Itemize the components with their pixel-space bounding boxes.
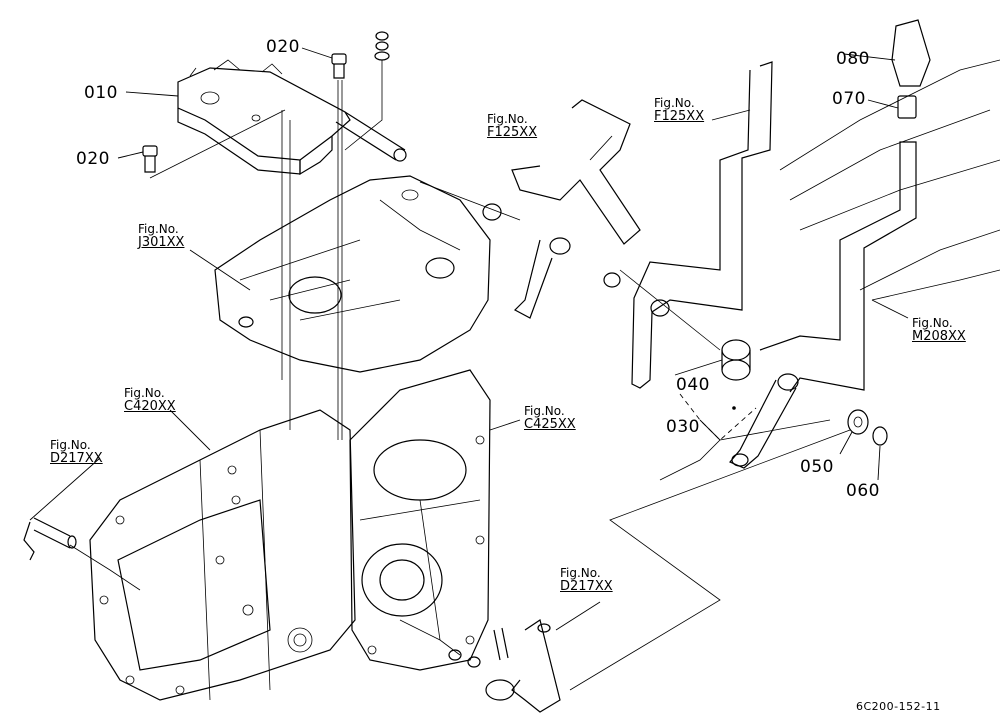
part-label-010: 010 — [84, 83, 118, 103]
clip-060 — [872, 426, 888, 446]
part-label-040: 040 — [676, 375, 710, 395]
transmission-case-c420 — [89, 409, 356, 701]
fig-ref-c425[interactable]: Fig.No. C425XX — [524, 404, 576, 432]
knob-080 — [891, 19, 931, 87]
fig-ref-j301[interactable]: Fig.No. J301XX — [138, 222, 184, 250]
part-label-020-left: 020 — [76, 149, 110, 169]
fig-ref-d217-bottom[interactable]: Fig.No. D217XX — [560, 566, 613, 594]
fig-no-caption: Fig.No. — [138, 222, 179, 236]
sleeve-070 — [897, 95, 917, 119]
nut-washer — [374, 31, 390, 61]
bolt-020-top — [331, 53, 347, 79]
fig-no-caption: Fig.No. — [912, 316, 953, 330]
fig-ref-m208[interactable]: Fig.No. M208XX — [912, 316, 966, 344]
cover-plate-010 — [177, 59, 351, 176]
fig-ref-c420[interactable]: Fig.No. C420XX — [124, 386, 176, 414]
leader-lines — [29, 47, 909, 631]
fig-no-caption: Fig.No. — [50, 438, 91, 452]
fig-ref-f125-left[interactable]: Fig.No. F125XX — [487, 112, 537, 140]
fig-no-caption: Fig.No. — [560, 566, 601, 580]
fig-code[interactable]: D217XX — [50, 451, 103, 466]
lever-f125-left — [482, 99, 641, 319]
upper-housing-j301 — [214, 175, 491, 373]
rear-case-c425 — [349, 369, 491, 671]
washer-050 — [847, 409, 869, 435]
shift-lever-m208 — [729, 141, 917, 469]
bracket-030 — [679, 393, 757, 441]
part-label-080: 080 — [836, 49, 870, 69]
fig-code[interactable]: M208XX — [912, 329, 966, 344]
dot-030 — [732, 406, 736, 410]
long-stud — [337, 80, 343, 440]
projection-lines — [69, 109, 851, 691]
lever-f125-right — [631, 61, 773, 389]
fig-code[interactable]: C425XX — [524, 417, 576, 432]
fig-ref-d217-left[interactable]: Fig.No. D217XX — [50, 438, 103, 466]
fig-code[interactable]: D217XX — [560, 579, 613, 594]
shaft-rod — [335, 111, 407, 162]
fig-code[interactable]: J301XX — [138, 235, 185, 250]
part-label-060: 060 — [846, 481, 880, 501]
lever-d217-left — [23, 517, 77, 561]
fig-no-caption: Fig.No. — [654, 96, 695, 110]
fig-no-caption: Fig.No. — [524, 404, 565, 418]
bolt-020-left — [142, 145, 158, 173]
console-outline — [779, 59, 1000, 301]
part-label-070: 070 — [832, 89, 866, 109]
fig-no-caption: Fig.No. — [124, 386, 165, 400]
lever-d217-bottom — [448, 619, 561, 713]
collar-040 — [721, 339, 751, 381]
fig-code[interactable]: F125XX — [487, 125, 538, 140]
fig-no-caption: Fig.No. — [487, 112, 528, 126]
fig-code[interactable]: F125XX — [654, 109, 705, 124]
part-label-050: 050 — [800, 457, 834, 477]
drawing-code: 6C200-152-11 — [856, 700, 941, 713]
part-label-030: 030 — [666, 417, 700, 437]
fig-code[interactable]: C420XX — [124, 399, 176, 414]
fig-ref-f125-right[interactable]: Fig.No. F125XX — [654, 96, 704, 124]
part-label-020-top: 020 — [266, 37, 300, 57]
